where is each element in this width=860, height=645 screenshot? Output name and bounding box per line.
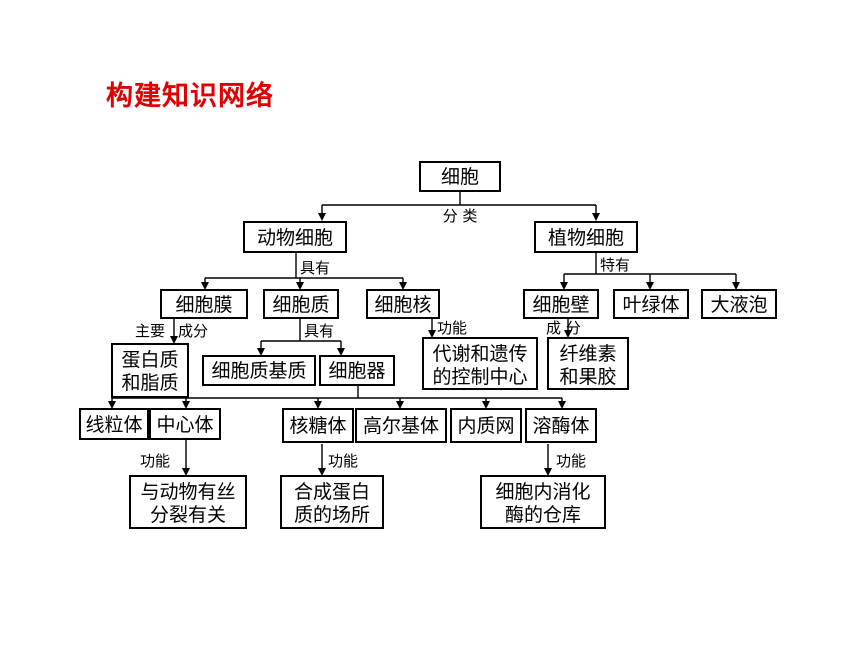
node-plant-cell: 植物细胞 [534,221,638,253]
node-cell-membrane-text: 细胞膜 [175,294,232,316]
node-large-vacuole: 大液泡 [701,289,777,319]
node-ribosome-function: 合成蛋白 质的场所 [280,475,384,529]
node-cellulose-pectin-line2: 和果胶 [559,366,616,388]
label-cytoplasm-has: 具有 [304,322,334,340]
node-centrosome-function-line1: 与动物有丝 [140,481,235,503]
node-animal-cell-text: 动物细胞 [257,227,333,249]
label-nucleus-function: 功能 [437,319,467,337]
node-golgi: 高尔基体 [355,408,447,443]
node-ribosome-function-line1: 合成蛋白 [294,481,370,503]
node-cytoplasm-matrix-text: 细胞质基质 [211,360,306,382]
node-nucleus-text: 细胞核 [374,294,431,316]
label-plant-special: 特有 [600,256,630,274]
node-large-vacuole-text: 大液泡 [710,294,767,316]
node-lysosome: 溶酶体 [525,408,597,443]
node-er-text: 内质网 [457,415,514,437]
node-cellulose-pectin: 纤维素 和果胶 [547,337,629,390]
node-lysosome-function-line2: 酶的仓库 [505,504,581,526]
label-centrosome-function: 功能 [140,452,170,470]
node-centrosome: 中心体 [149,408,221,440]
node-cytoplasm-matrix: 细胞质基质 [202,355,316,386]
node-protein-lipid-line2: 和脂质 [121,372,178,394]
node-plant-cell-text: 植物细胞 [548,227,624,249]
node-centrosome-function-line2: 分裂有关 [150,504,226,526]
label-membrane-comp: 成分 [178,322,208,340]
label-animal-has: 具有 [300,259,330,277]
node-centrosome-text: 中心体 [156,414,213,436]
label-membrane-main: 主要 [135,322,165,340]
node-mitochondria: 线粒体 [79,408,149,440]
node-ribosome: 核糖体 [282,408,354,443]
node-animal-cell: 动物细胞 [243,221,347,253]
node-ribosome-function-line2: 质的场所 [294,504,370,526]
node-organelle-text: 细胞器 [328,360,385,382]
node-cell-wall: 细胞壁 [523,289,599,319]
node-cell-wall-text: 细胞壁 [532,294,589,316]
label-ribosome-function: 功能 [328,452,358,470]
node-mitochondria-text: 线粒体 [85,414,142,436]
connector-labels: 分 类 具有 特有 主要 成分 具有 功能 成 分 功能 功能 功能 [135,207,630,470]
node-nucleus: 细胞核 [366,289,440,319]
node-er: 内质网 [450,408,522,443]
label-classify: 分 类 [443,207,478,225]
node-chloroplast-text: 叶绿体 [622,294,679,316]
node-nucleus-function: 代谢和遗传 的控制中心 [422,337,538,390]
arrowheads [108,213,740,476]
node-cell-membrane: 细胞膜 [160,289,248,319]
node-centrosome-function: 与动物有丝 分裂有关 [129,475,247,529]
node-nucleus-function-line1: 代谢和遗传 [432,343,527,365]
node-organelle: 细胞器 [319,355,395,386]
node-protein-lipid-line1: 蛋白质 [121,349,178,371]
node-cytoplasm-text: 细胞质 [272,294,329,316]
node-nucleus-function-line2: 的控制中心 [432,366,527,388]
node-lysosome-function-line1: 细胞内消化 [495,481,590,503]
label-wall-components: 成 分 [546,319,581,337]
node-cell: 细胞 [419,161,501,192]
page-title: 构建知识网络 [106,81,274,112]
node-lysosome-function: 细胞内消化 酶的仓库 [480,475,606,529]
node-lysosome-text: 溶酶体 [532,415,589,437]
node-golgi-text: 高尔基体 [363,415,439,437]
node-cellulose-pectin-line1: 纤维素 [559,343,616,365]
node-protein-lipid: 蛋白质 和脂质 [111,343,189,398]
node-cytoplasm: 细胞质 [263,289,339,319]
node-ribosome-text: 核糖体 [289,415,346,437]
node-cell-text: 细胞 [441,166,479,188]
label-lysosome-function: 功能 [556,452,586,470]
node-chloroplast: 叶绿体 [613,289,689,319]
